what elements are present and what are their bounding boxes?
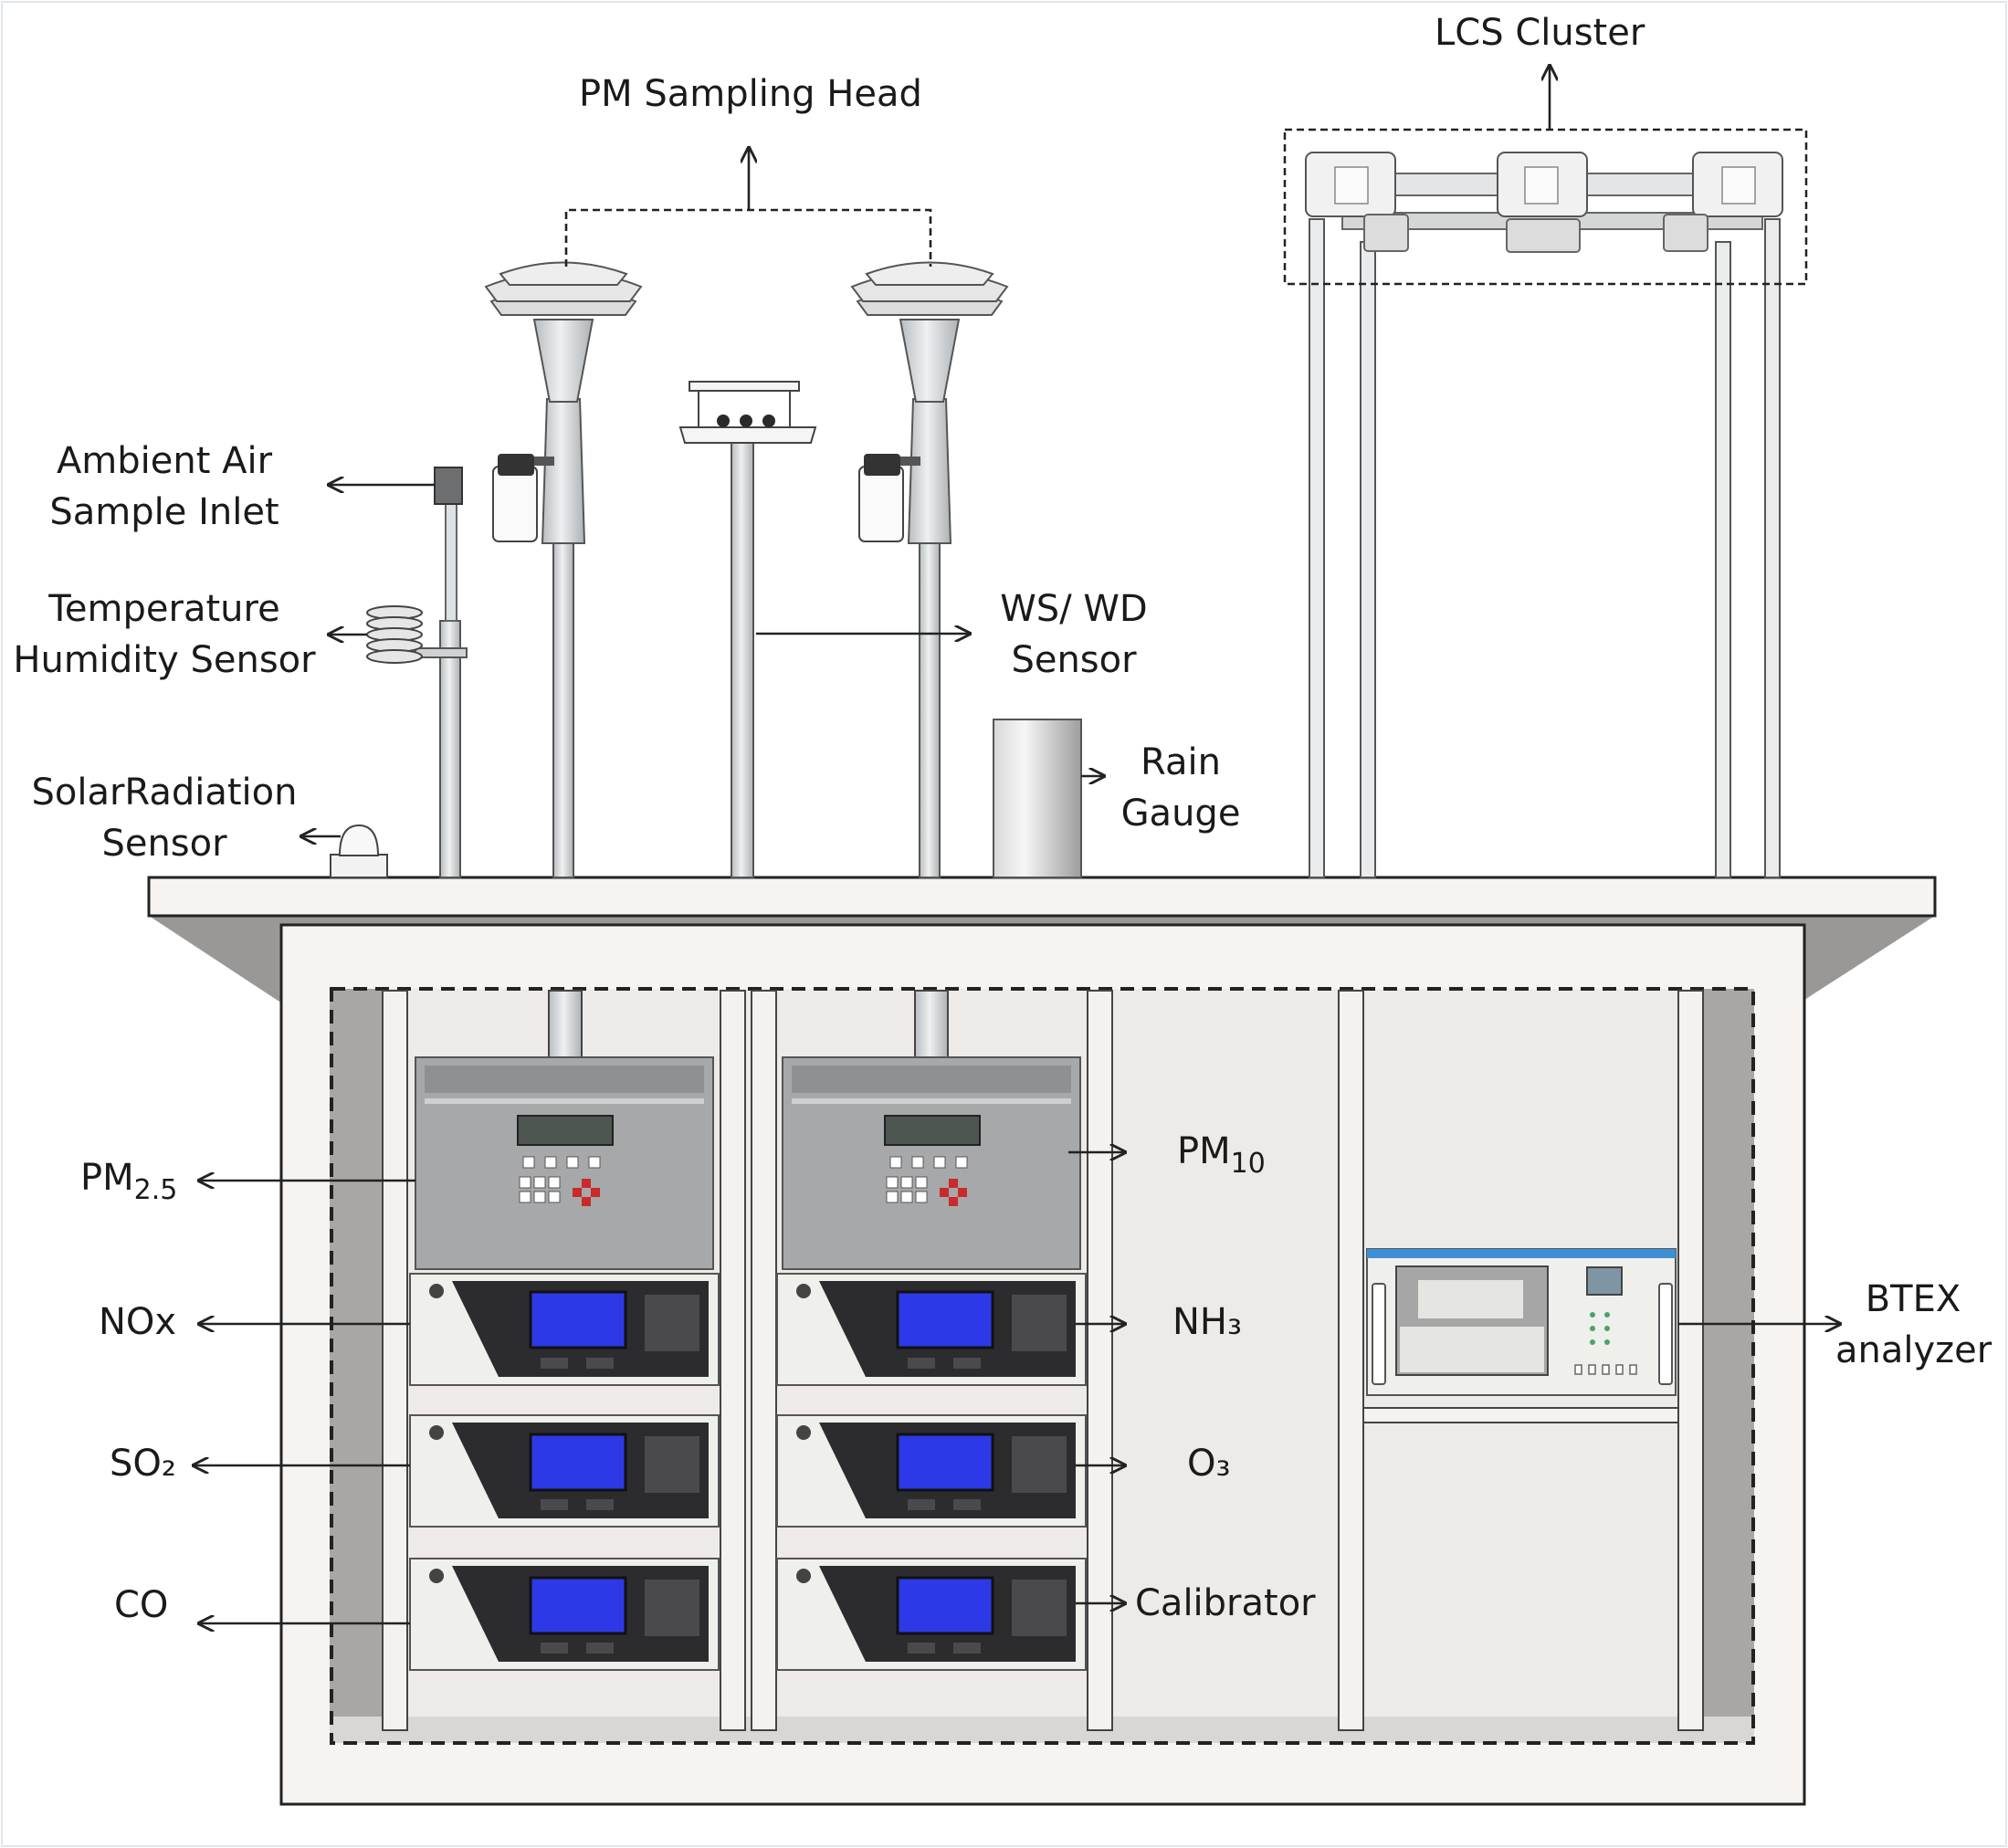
label-rain-gauge-line-1: Rain bbox=[1141, 741, 1221, 783]
cabinet-floor bbox=[330, 1717, 1754, 1743]
roof-slab bbox=[147, 876, 1937, 918]
label-rain-gauge: Rain Gauge bbox=[1112, 737, 1249, 839]
label-co: CO bbox=[114, 1584, 169, 1626]
label-nh3: NH₃ bbox=[1172, 1301, 1243, 1343]
cabinet-left-shadow bbox=[330, 989, 382, 1743]
pm10-monitor bbox=[782, 1056, 1081, 1270]
analyzer-nox bbox=[409, 1273, 720, 1386]
analyzer-co bbox=[409, 1558, 720, 1671]
label-pm10-sub: 10 bbox=[1230, 1148, 1266, 1180]
label-lcs-cluster: LCS Cluster bbox=[1435, 12, 1645, 54]
label-solar-radiation-line-1: SolarRadiation bbox=[31, 772, 298, 814]
pm10-feed-pipe bbox=[914, 990, 949, 1060]
label-pm10-base: PM bbox=[1177, 1130, 1231, 1172]
pm25-sampler bbox=[484, 261, 643, 878]
btex-analyzer bbox=[1366, 1248, 1677, 1396]
label-ambient-air-inlet-line-2: Sample Inlet bbox=[49, 491, 279, 533]
label-so2: SO₂ bbox=[110, 1443, 176, 1485]
label-solar-radiation-sensor: SolarRadiation Sensor bbox=[18, 767, 310, 869]
label-pm10: PM10 bbox=[1177, 1126, 1266, 1180]
analyzer-calibrator bbox=[776, 1558, 1087, 1671]
lcs-cluster bbox=[1305, 152, 1783, 878]
analyzer-nh3 bbox=[776, 1273, 1087, 1386]
label-pm25: PM2.5 bbox=[80, 1152, 178, 1206]
pm10-sampler bbox=[850, 261, 1009, 878]
temperature-humidity-sensor bbox=[366, 605, 423, 664]
rack-rails bbox=[382, 990, 1704, 1731]
cabinet-right-shadow bbox=[1704, 989, 1754, 1743]
ambient-inlet-pole bbox=[415, 467, 468, 878]
label-btex-line-1: BTEX bbox=[1865, 1278, 1961, 1320]
label-pm25-sub: 2.5 bbox=[133, 1174, 178, 1206]
label-btex-analyzer: BTEX analyzer bbox=[1835, 1274, 1992, 1376]
label-ws-wd-line-2: Sensor bbox=[1011, 639, 1137, 681]
label-temperature-humidity-line-2: Humidity Sensor bbox=[13, 639, 316, 681]
label-ambient-air-inlet: Ambient Air Sample Inlet bbox=[37, 436, 292, 538]
label-temperature-humidity-line-1: Temperature bbox=[48, 588, 280, 630]
label-calibrator: Calibrator bbox=[1135, 1582, 1316, 1624]
label-btex-line-2: analyzer bbox=[1835, 1329, 1992, 1371]
label-temperature-humidity-sensor: Temperature Humidity Sensor bbox=[0, 583, 329, 686]
label-o3: O₃ bbox=[1187, 1443, 1231, 1485]
label-pm25-base: PM bbox=[80, 1157, 134, 1199]
analyzer-so2 bbox=[409, 1414, 720, 1528]
ws-wd-sensor bbox=[678, 381, 817, 878]
label-rain-gauge-line-2: Gauge bbox=[1120, 793, 1241, 835]
cabinet-dashed-outline bbox=[330, 987, 1755, 1745]
leader-lines bbox=[194, 66, 1840, 1623]
solar-radiation-sensor bbox=[330, 824, 388, 878]
pm25-monitor bbox=[415, 1056, 714, 1270]
rain-gauge bbox=[993, 719, 1082, 878]
lcs-cluster-dashed-box bbox=[1283, 128, 1808, 286]
label-solar-radiation-line-2: Sensor bbox=[101, 823, 227, 865]
label-pm-sampling-head: PM Sampling Head bbox=[579, 73, 922, 115]
label-ws-wd-line-1: WS/ WD bbox=[1000, 588, 1148, 630]
label-ambient-air-inlet-line-1: Ambient Air bbox=[56, 440, 273, 482]
label-nox: NOx bbox=[99, 1301, 177, 1343]
pm25-feed-pipe bbox=[548, 990, 583, 1060]
analyzer-o3 bbox=[776, 1414, 1087, 1528]
label-ws-wd-sensor: WS/ WD Sensor bbox=[973, 583, 1174, 686]
